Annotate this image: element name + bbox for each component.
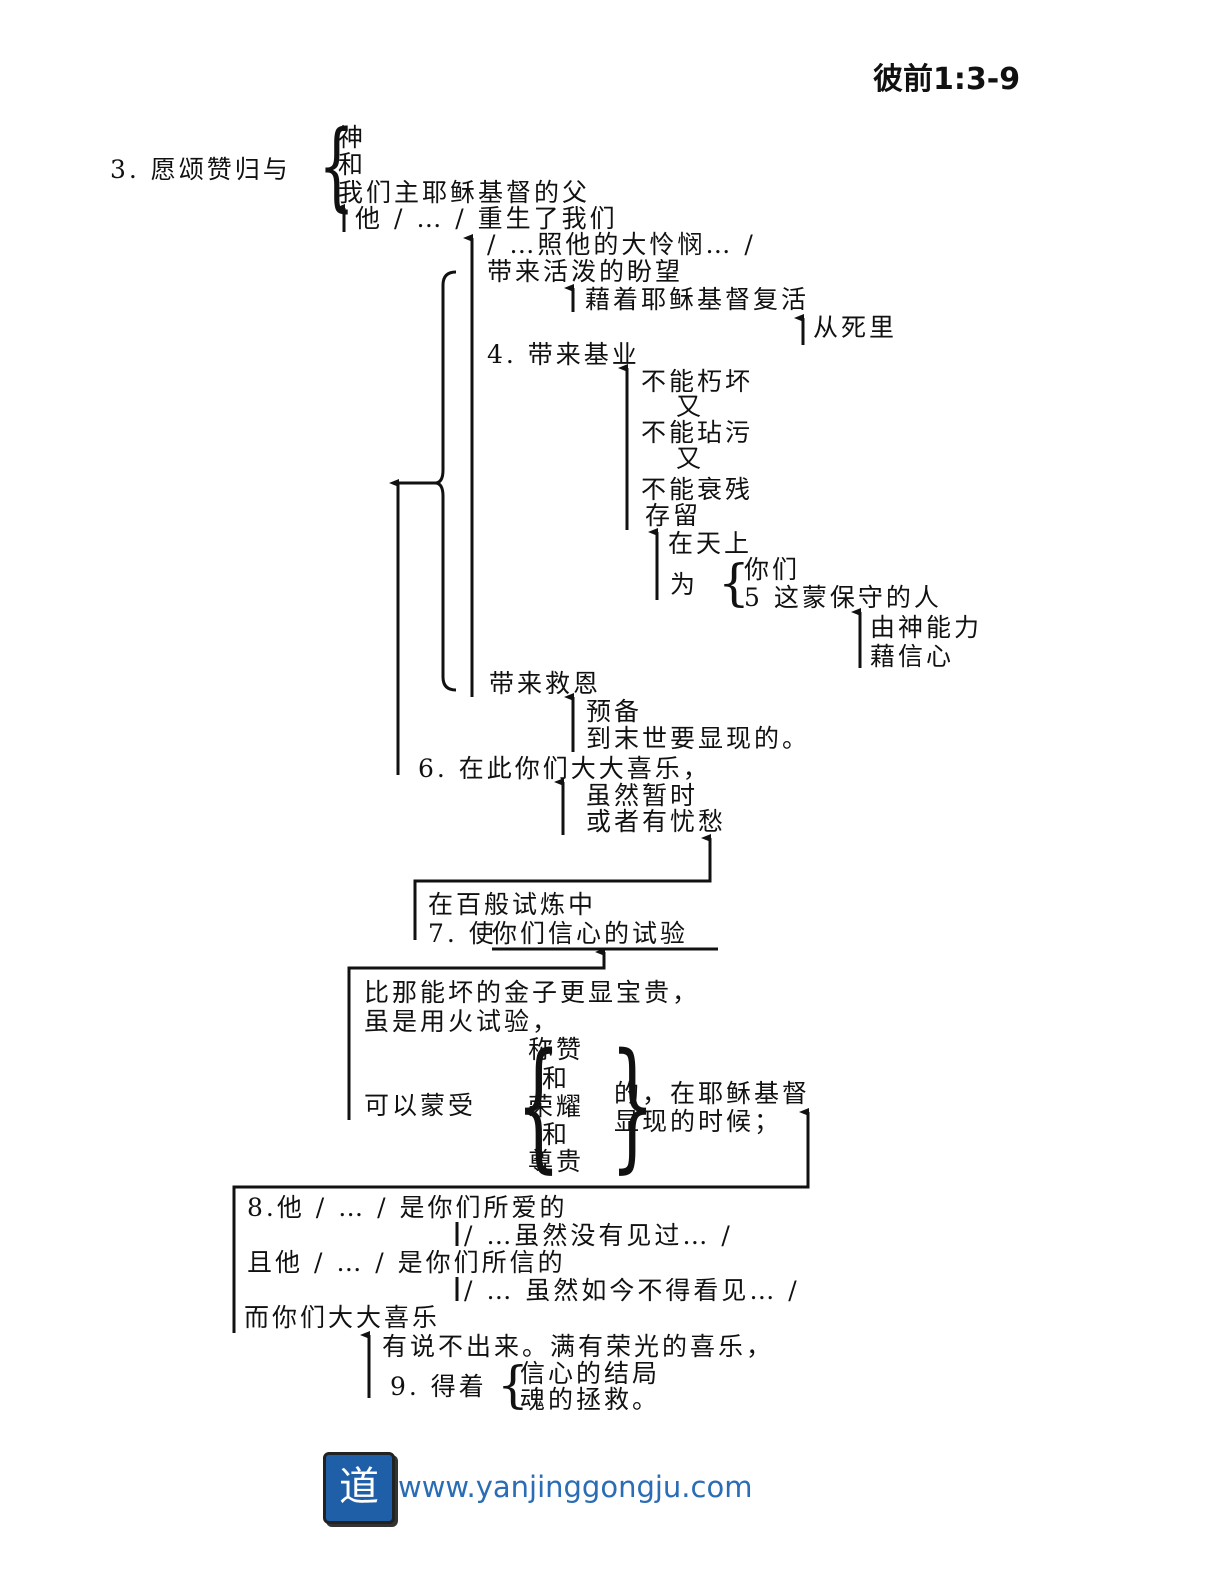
text: 9. 得着 xyxy=(390,1372,487,1401)
text: 和 xyxy=(338,150,367,179)
text: 的，在耶稣基督 xyxy=(614,1079,811,1108)
text: 荣耀 xyxy=(528,1092,585,1121)
text: 你们 xyxy=(744,555,801,584)
text: 为 xyxy=(670,570,699,599)
text: 6. 在此你们大大喜乐， xyxy=(418,754,711,783)
website-link[interactable]: www.yanjinggongju.com xyxy=(398,1470,753,1504)
text: 且他 / … / 是你们所信的 xyxy=(247,1248,566,1277)
brace: { xyxy=(318,110,355,222)
text: 7. 使 xyxy=(428,919,497,948)
brace: { xyxy=(497,1356,529,1414)
logo-icon: 道 xyxy=(323,1452,395,1524)
text: 和 xyxy=(542,1120,571,1149)
text: 藉信心 xyxy=(870,642,955,671)
text: / …虽然没有见过… / xyxy=(464,1221,733,1250)
text: 我们主耶稣基督的父 xyxy=(338,178,591,207)
text: 和 xyxy=(542,1064,571,1093)
text: 你们信心的试验 xyxy=(492,919,689,948)
text: 魂的拯救。 xyxy=(520,1385,661,1414)
brace: { xyxy=(718,554,750,612)
brace: } xyxy=(610,1024,655,1187)
connector xyxy=(232,1108,810,1333)
connector xyxy=(347,948,606,1120)
text: 不能玷污 xyxy=(641,418,754,447)
text: 在百般试炼中 xyxy=(428,890,597,919)
text: 神 xyxy=(338,123,367,152)
text: / … 虽然如今不得看见… / xyxy=(464,1276,800,1305)
text: 可以蒙受 xyxy=(364,1091,477,1120)
text: 虽然暂时 xyxy=(586,781,699,810)
text: 到末世要显现的。 xyxy=(586,724,811,753)
text: 又 xyxy=(676,444,705,473)
text: 从死里 xyxy=(813,313,898,342)
text: 显现的时候； xyxy=(614,1107,783,1136)
text: 带来救恩 xyxy=(489,669,602,698)
text: 比那能坏的金子更显宝贵， xyxy=(364,978,701,1007)
text: 有说不出来。满有荣光的喜乐， xyxy=(382,1332,775,1361)
text: 他 / … / 重生了我们 xyxy=(355,204,618,233)
connector xyxy=(413,834,712,940)
text: 而你们大大喜乐 xyxy=(244,1303,441,1332)
text: / …照他的大怜悯… / xyxy=(487,230,756,259)
text: 称赞 xyxy=(528,1035,585,1064)
text: 4. 带来基业 xyxy=(487,340,640,369)
text: 存留 xyxy=(645,501,702,530)
text: 虽是用火试验， xyxy=(364,1007,561,1036)
text: 不能朽坏 xyxy=(641,367,754,396)
text: 藉着耶稣基督复活 xyxy=(585,285,810,314)
text: 信心的结局 xyxy=(520,1359,661,1388)
text: 不能衰残 xyxy=(641,475,754,504)
text: 8.他 / … / 是你们所爱的 xyxy=(247,1193,568,1222)
bracket xyxy=(434,270,457,692)
text: 由神能力 xyxy=(870,613,983,642)
text: 又 xyxy=(676,392,705,421)
text: 带来活泼的盼望 xyxy=(487,257,684,286)
text: 预备 xyxy=(586,697,643,726)
page-title: 彼前1:3-9 xyxy=(873,62,1021,97)
text: 3. 愿颂赞归与 xyxy=(110,155,291,184)
text: 在天上 xyxy=(668,529,753,558)
text: 尊贵 xyxy=(528,1147,585,1176)
text: 5 这蒙保守的人 xyxy=(744,583,942,612)
text: 或者有忧愁 xyxy=(586,807,727,836)
brace: { xyxy=(516,1024,561,1187)
